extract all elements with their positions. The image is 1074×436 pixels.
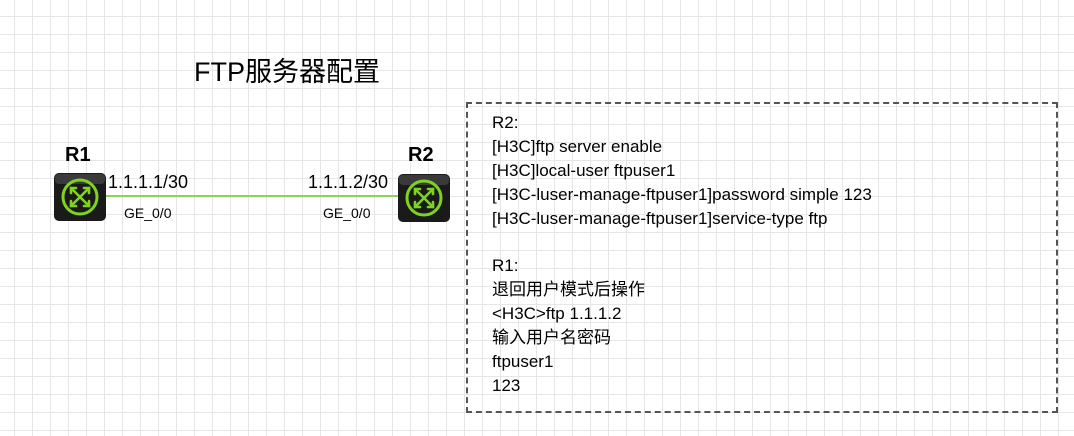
config-line: 输入用户名密码: [492, 328, 611, 348]
router-r1-ip: 1.1.1.1/30: [108, 172, 189, 192]
config-line: [H3C]local-user ftpuser1: [492, 160, 676, 180]
router-r2-ip: 1.1.1.2/30: [308, 172, 389, 192]
config-note-box: R2: [H3C]ftp server enable [H3C]local-us…: [466, 102, 1058, 413]
router-r1-port: GE_0/0: [124, 205, 172, 221]
config-line: 退回用户模式后操作: [492, 280, 645, 300]
router-r2-icon[interactable]: [398, 174, 450, 222]
config-line: <H3C>ftp 1.1.1.2: [492, 304, 622, 324]
config-line: ftpuser1: [492, 351, 554, 371]
config-line: R2:: [492, 113, 519, 132]
config-line: R1:: [492, 256, 519, 276]
router-r1-icon[interactable]: [54, 173, 106, 221]
router-r2-port: GE_0/0: [323, 205, 371, 221]
config-line: [H3C]ftp server enable: [492, 136, 663, 156]
config-line: [492, 230, 1056, 254]
diagram-title: FTP服务器配置: [194, 57, 380, 87]
ethernet-link: [106, 195, 402, 197]
config-line: [H3C-luser-manage-ftpuser1]service-type …: [492, 208, 828, 228]
config-line: [H3C-luser-manage-ftpuser1]password simp…: [492, 184, 872, 204]
router-r1-label: R1: [65, 144, 91, 166]
config-line: 123: [492, 375, 521, 395]
router-r2-label: R2: [408, 144, 434, 166]
